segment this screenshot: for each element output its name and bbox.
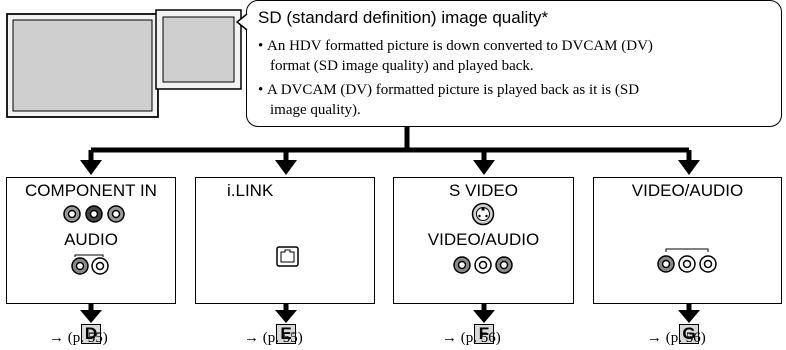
ilink-port-icon	[276, 246, 299, 267]
badge-d: D	[81, 324, 101, 344]
info-title: SD (standard definition) image quality*	[258, 8, 549, 27]
page-reference-link[interactable]: → (p. 55)	[49, 330, 108, 346]
bullet-text-line2: format (SD image quality) and played bac…	[270, 58, 534, 74]
connector-title: VIDEO/AUDIO	[631, 181, 744, 200]
arrow-down-icon	[275, 310, 297, 323]
connector-title: i.LINK	[227, 181, 274, 200]
tv-illustrations	[6, 9, 242, 118]
connector-box-ilink: i.LINK	[195, 177, 375, 304]
page-reference-link[interactable]: → (p. 56)	[442, 330, 501, 346]
bullet-text-line2: image quality).	[270, 102, 361, 118]
arrow-down-icon	[473, 160, 495, 175]
av-jacks-icon	[657, 248, 717, 273]
arrow-down-icon	[678, 160, 700, 175]
arrow-down-icon	[678, 310, 700, 323]
bullet-item: • A DVCAM (DV) formatted picture is play…	[258, 80, 778, 120]
badge-f: F	[474, 324, 494, 344]
connector-box-component: COMPONENT IN AUDIO	[6, 177, 176, 304]
av-jacks-icon	[453, 256, 513, 274]
connector-box-video-audio: VIDEO/AUDIO	[593, 177, 782, 304]
badge-e: E	[276, 324, 296, 344]
connector-subtitle: AUDIO	[64, 230, 118, 249]
badge-g: G	[679, 324, 699, 344]
standard-tv-icon	[155, 9, 242, 90]
arrow-down-icon	[80, 160, 102, 175]
bullet-dot: •	[258, 82, 268, 98]
bullet-text-line1: An HDV formatted picture is down convert…	[267, 38, 653, 54]
page-reference-link[interactable]: → (p. 56)	[647, 330, 706, 346]
info-callout-box	[246, 0, 782, 127]
arrow-down-icon	[275, 160, 297, 175]
audio-jacks-icon	[71, 254, 109, 275]
page-reference-link[interactable]: → (p. 55)	[244, 330, 303, 346]
bullet-text-line1: A DVCAM (DV) formatted picture is played…	[267, 82, 640, 98]
arrow-down-icon	[473, 310, 495, 323]
bullet-item: • An HDV formatted picture is down conve…	[258, 36, 778, 76]
connector-title: S VIDEO	[449, 181, 518, 200]
svideo-jack-icon	[471, 202, 495, 226]
bullet-dot: •	[258, 38, 268, 54]
component-jacks-icon	[63, 205, 125, 223]
callout-pointer	[236, 13, 248, 31]
widescreen-tv-icon	[6, 13, 159, 118]
connector-title: COMPONENT IN	[25, 181, 157, 200]
arrow-down-icon	[80, 310, 102, 323]
connector-box-svideo: S VIDEO VIDEO/AUDIO	[393, 177, 574, 304]
connector-subtitle: VIDEO/AUDIO	[427, 230, 540, 249]
